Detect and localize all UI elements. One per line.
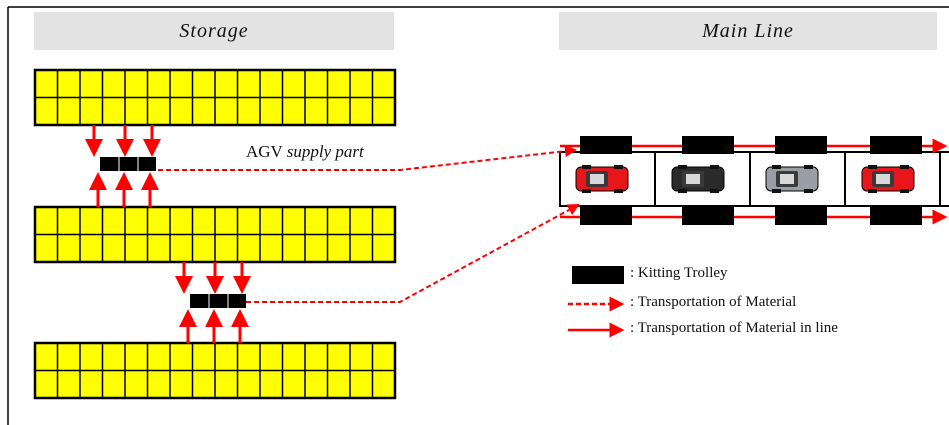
legend-trolley-symbol — [572, 266, 624, 284]
kitting-trolley — [682, 136, 734, 154]
agv-label-italic: supply part — [286, 142, 364, 161]
car-wheel — [710, 165, 719, 169]
kitting-trolley — [682, 207, 734, 225]
car-wheel — [868, 165, 877, 169]
car-icon — [575, 165, 629, 193]
transport-line-lower — [246, 204, 580, 303]
agv-stations — [85, 125, 251, 343]
car-wheel — [678, 165, 687, 169]
agv-label-prefix: AGV — [246, 142, 283, 161]
storage-racks — [33, 68, 397, 400]
car-wheel — [900, 189, 909, 193]
storage-rack — [33, 205, 397, 264]
car-window — [590, 174, 604, 184]
storage-rack — [33, 68, 397, 127]
agv-label: AGV supply part — [246, 142, 364, 162]
storage-rack — [33, 341, 397, 400]
car-wheel — [804, 165, 813, 169]
agv-station — [175, 262, 251, 343]
car-window — [686, 174, 700, 184]
kitting-trolley — [580, 207, 632, 225]
car-wheel — [900, 165, 909, 169]
kitting-trolley — [870, 207, 922, 225]
storage-header: Storage — [34, 12, 394, 50]
car-wheel — [614, 189, 623, 193]
car-wheel — [582, 165, 591, 169]
car-wheel — [678, 189, 687, 193]
car-icon — [765, 165, 819, 193]
kitting-trolley — [775, 136, 827, 154]
car-wheel — [804, 189, 813, 193]
kitting-trolley — [580, 136, 632, 154]
car-wheel — [772, 189, 781, 193]
transport-line-upper — [158, 145, 577, 171]
car-wheel — [868, 189, 877, 193]
car-wheel — [582, 189, 591, 193]
car-window — [780, 174, 794, 184]
car-icon — [861, 165, 915, 193]
agv-station — [85, 125, 161, 207]
main-line-header: Main Line — [559, 12, 937, 50]
kitting-trolley — [870, 136, 922, 154]
kitting-trolley — [775, 207, 827, 225]
main-line — [559, 136, 949, 225]
legend-transport-material-in-line: : Transportation of Material in line — [630, 320, 838, 336]
agv-trolley — [190, 294, 246, 308]
car-icon — [671, 165, 725, 193]
legend-kitting-trolley: : Kitting Trolley — [630, 265, 728, 281]
car-wheel — [710, 189, 719, 193]
legend-transport-material: : Transportation of Material — [630, 294, 797, 310]
car-wheel — [772, 165, 781, 169]
agv-trolley — [100, 157, 156, 171]
car-wheel — [614, 165, 623, 169]
car-window — [876, 174, 890, 184]
